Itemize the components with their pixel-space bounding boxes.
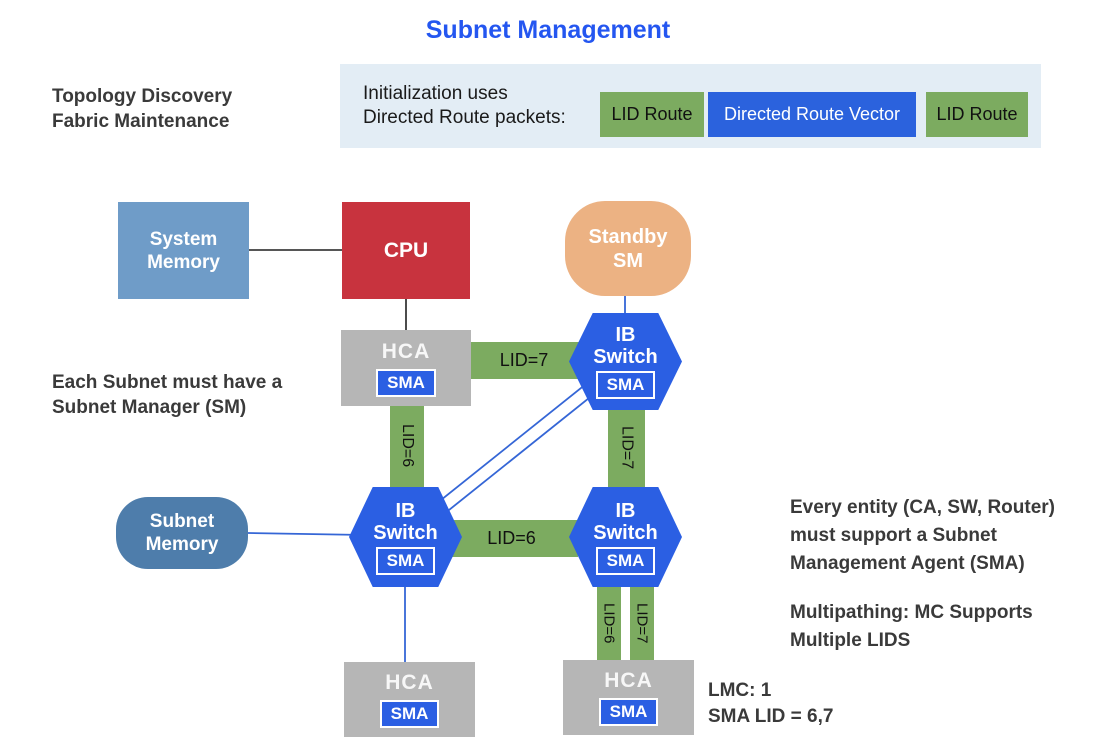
node-subnet-memory: Subnet Memory — [116, 497, 248, 569]
note-topology-line2: Fabric Maintenance — [52, 111, 230, 132]
hca-label: HCA — [381, 339, 431, 363]
note-subnet-line1: Each Subnet must have a — [52, 372, 283, 393]
init-banner-text: Initialization uses Directed Route packe… — [363, 82, 566, 130]
note-topology: Topology Discovery Fabric Maintenance — [52, 84, 232, 134]
node-system-memory: System Memory — [118, 202, 249, 299]
note-topology-line1: Topology Discovery — [52, 86, 233, 107]
standby-sm-label-line1: Standby — [588, 225, 668, 248]
link-lid6-hca-to-left-switch: LID=6 — [390, 404, 424, 488]
sma-badge: SMA — [379, 700, 440, 728]
link-lid6-left-to-right-switch: LID=6 — [445, 520, 578, 557]
link-label: LID=7 — [499, 350, 549, 370]
chip-directed-route-vector: Directed Route Vector — [708, 92, 916, 137]
link-lid6-right-switch-to-hca: LID=6 — [597, 585, 621, 662]
node-hca-bottom-right: HCA SMA — [563, 660, 694, 735]
note-sma-line3: Management Agent (SMA) — [790, 553, 1025, 574]
sma-badge: SMA — [598, 698, 659, 726]
chip-lid-route-left: LID Route — [600, 92, 704, 137]
note-lmc: LMC: 1 SMA LID = 6,7 — [708, 678, 833, 730]
node-ib-switch-right: IB Switch SMA — [569, 487, 682, 587]
chip-lid-route-right: LID Route — [926, 92, 1028, 137]
hca-label: HCA — [385, 671, 434, 694]
link-label: LID=6 — [600, 603, 618, 644]
subnet-memory-label-line2: Memory — [145, 534, 219, 555]
node-cpu: CPU — [342, 202, 470, 299]
node-standby-sm: Standby SM — [565, 201, 691, 296]
link-label: LID=6 — [487, 528, 536, 548]
sma-badge: SMA — [375, 546, 436, 575]
hca-label: HCA — [604, 669, 653, 692]
node-hca-bottom-left: HCA SMA — [344, 662, 475, 737]
system-memory-label-line2: Memory — [147, 251, 220, 273]
link-label: LID=7 — [633, 603, 651, 644]
link-lid7-top-switch-to-right-switch: LID=7 — [608, 408, 645, 488]
link-lid7-hca-to-top-switch: LID=7 — [468, 342, 580, 379]
sma-badge: SMA — [595, 371, 656, 399]
chip-label: LID Route — [936, 104, 1018, 124]
note-sma-line1: Every entity (CA, SW, Router) — [790, 497, 1055, 518]
chip-label: Directed Route Vector — [723, 104, 901, 124]
switch-label-line1: IB — [615, 499, 636, 522]
init-banner-line1: Initialization uses — [363, 83, 508, 104]
chip-label: LID Route — [611, 104, 693, 124]
node-ib-switch-top: IB Switch SMA — [569, 313, 682, 410]
note-multipath-line1: Multipathing: MC Supports — [790, 602, 1033, 623]
note-subnet-line2: Subnet Manager (SM) — [52, 397, 247, 418]
init-banner: Initialization uses Directed Route packe… — [340, 64, 1041, 148]
note-multipathing: Multipathing: MC Supports Multiple LIDS — [790, 599, 1033, 655]
subnet-memory-label-line1: Subnet — [149, 511, 215, 532]
sma-badge: SMA — [376, 368, 436, 397]
note-sma-support: Every entity (CA, SW, Router) must suppo… — [790, 494, 1055, 578]
link-label: LID=7 — [618, 426, 636, 470]
link-label: LID=6 — [399, 424, 416, 468]
node-ib-switch-left: IB Switch SMA — [349, 487, 462, 587]
note-lmc-line1: LMC: 1 — [708, 680, 772, 701]
note-lmc-line2: SMA LID = 6,7 — [708, 706, 834, 727]
link-lid7-right-switch-to-hca: LID=7 — [630, 585, 654, 662]
page-title: Subnet Management — [425, 16, 671, 44]
node-hca-top: HCA SMA — [341, 330, 471, 406]
note-sma-line2: must support a Subnet — [790, 525, 997, 546]
system-memory-label-line1: System — [149, 228, 218, 250]
sma-badge: SMA — [595, 546, 656, 575]
switch-label-line1: IB — [615, 324, 636, 346]
wire-submem-switch — [247, 532, 366, 536]
standby-sm-label-line2: SM — [613, 249, 643, 272]
note-subnet-manager: Each Subnet must have a Subnet Manager (… — [52, 370, 282, 420]
switch-label-line1: IB — [395, 499, 416, 522]
note-multipath-line2: Multiple LIDS — [790, 630, 911, 651]
switch-label-line2: Switch — [593, 346, 658, 368]
init-banner-line2: Directed Route packets: — [363, 107, 566, 128]
switch-label-line2: Switch — [593, 521, 658, 544]
switch-label-line2: Switch — [373, 521, 438, 544]
cpu-label: CPU — [383, 238, 429, 262]
